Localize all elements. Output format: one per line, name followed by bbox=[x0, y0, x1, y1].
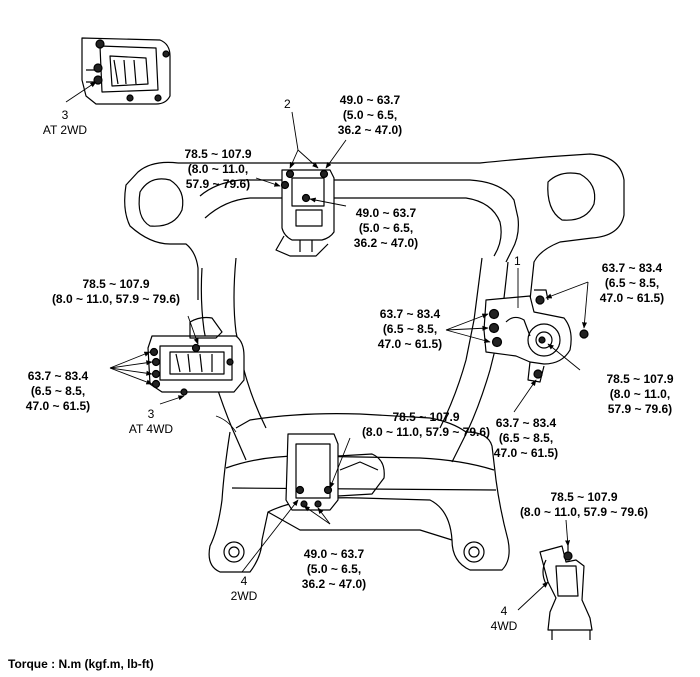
torque-lbft: 36.2 ~ 47.0) bbox=[301, 577, 367, 591]
mount-3-at4wd bbox=[147, 316, 245, 396]
torque-kgfm: (5.0 ~ 6.5, bbox=[358, 221, 414, 235]
mount-4-2wd bbox=[285, 433, 385, 511]
callout-number-1: 1 bbox=[514, 254, 521, 268]
torque-value: 63.7 ~ 83.4 bbox=[601, 261, 663, 275]
torque-lbft: 36.2 ~ 47.0) bbox=[353, 236, 419, 250]
callout-number: 4 bbox=[240, 574, 248, 588]
torque-conversions: (8.0 ~ 11.0, 57.9 ~ 79.6) bbox=[361, 425, 491, 439]
torque-mount1-mid: 63.7 ~ 83.4 (6.5 ~ 8.5, 47.0 ~ 61.5) bbox=[360, 307, 460, 352]
callout-3-at2wd: 3 AT 2WD bbox=[40, 108, 90, 138]
callout-variant: 2WD bbox=[230, 589, 258, 603]
callout-variant: AT 2WD bbox=[42, 123, 88, 137]
torque-kgfm: (6.5 ~ 8.5, bbox=[498, 431, 554, 445]
leader-lines bbox=[65, 81, 589, 611]
torque-value: 78.5 ~ 107.9 bbox=[392, 410, 460, 424]
callout-number: 4 bbox=[500, 604, 508, 618]
torque-mount2-bottom: 49.0 ~ 63.7 (5.0 ~ 6.5, 36.2 ~ 47.0) bbox=[336, 206, 436, 251]
mount-1 bbox=[483, 289, 589, 383]
torque-value: 63.7 ~ 83.4 bbox=[495, 416, 557, 430]
torque-mount4-4wd: 78.5 ~ 107.9 (8.0 ~ 11.0, 57.9 ~ 79.6) bbox=[484, 490, 684, 520]
torque-at4wd-top: 78.5 ~ 107.9 (8.0 ~ 11.0, 57.9 ~ 79.6) bbox=[16, 277, 216, 307]
torque-mount2-top: 49.0 ~ 63.7 (5.0 ~ 6.5, 36.2 ~ 47.0) bbox=[320, 93, 420, 138]
torque-value: 78.5 ~ 107.9 bbox=[184, 147, 252, 161]
torque-lbft: 57.9 ~ 79.6) bbox=[185, 177, 251, 191]
torque-mount1-bottom: 63.7 ~ 83.4 (6.5 ~ 8.5, 47.0 ~ 61.5) bbox=[476, 416, 576, 461]
mount-3-at2wd bbox=[81, 37, 171, 105]
torque-kgfm: (8.0 ~ 11.0, bbox=[187, 162, 249, 176]
torque-value: 63.7 ~ 83.4 bbox=[27, 369, 89, 383]
callout-number: 3 bbox=[147, 407, 155, 421]
torque-mount4-2wd-top: 78.5 ~ 107.9 (8.0 ~ 11.0, 57.9 ~ 79.6) bbox=[326, 410, 526, 440]
callout-number-2: 2 bbox=[284, 97, 291, 111]
callout-3-at4wd: 3 AT 4WD bbox=[126, 407, 176, 437]
torque-lbft: 47.0 ~ 61.5) bbox=[599, 291, 665, 305]
torque-conversions: (8.0 ~ 11.0, 57.9 ~ 79.6) bbox=[519, 505, 649, 519]
torque-units-legend: Torque : N.m (kgf.m, lb-ft) bbox=[8, 657, 154, 671]
callout-number: 3 bbox=[61, 108, 69, 122]
torque-lbft: 47.0 ~ 61.5) bbox=[377, 337, 443, 351]
torque-mount2-left: 78.5 ~ 107.9 (8.0 ~ 11.0, 57.9 ~ 79.6) bbox=[168, 147, 268, 192]
subframe bbox=[124, 153, 625, 573]
torque-value: 49.0 ~ 63.7 bbox=[355, 206, 417, 220]
torque-value: 63.7 ~ 83.4 bbox=[379, 307, 441, 321]
torque-kgfm: (8.0 ~ 11.0, bbox=[609, 387, 671, 401]
torque-at4wd-left: 63.7 ~ 83.4 (6.5 ~ 8.5, 47.0 ~ 61.5) bbox=[8, 369, 108, 414]
torque-mount1-top-right: 63.7 ~ 83.4 (6.5 ~ 8.5, 47.0 ~ 61.5) bbox=[582, 261, 682, 306]
mount-4-4wd bbox=[539, 544, 593, 640]
torque-conversions: (8.0 ~ 11.0, 57.9 ~ 79.6) bbox=[51, 292, 181, 306]
torque-kgfm: (6.5 ~ 8.5, bbox=[382, 322, 438, 336]
torque-value: 78.5 ~ 107.9 bbox=[550, 490, 618, 504]
torque-kgfm: (5.0 ~ 6.5, bbox=[306, 562, 362, 576]
torque-lbft: 36.2 ~ 47.0) bbox=[337, 123, 403, 137]
torque-value: 78.5 ~ 107.9 bbox=[82, 277, 150, 291]
callout-variant: 4WD bbox=[490, 619, 518, 633]
torque-kgfm: (5.0 ~ 6.5, bbox=[342, 108, 398, 122]
torque-value: 78.5 ~ 107.9 bbox=[606, 372, 674, 386]
torque-value: 49.0 ~ 63.7 bbox=[303, 547, 365, 561]
torque-mount1-right: 78.5 ~ 107.9 (8.0 ~ 11.0, 57.9 ~ 79.6) bbox=[590, 372, 690, 417]
torque-lbft: 47.0 ~ 61.5) bbox=[493, 446, 559, 460]
torque-value: 49.0 ~ 63.7 bbox=[339, 93, 401, 107]
torque-mount4-2wd-bottom: 49.0 ~ 63.7 (5.0 ~ 6.5, 36.2 ~ 47.0) bbox=[284, 547, 384, 592]
torque-lbft: 57.9 ~ 79.6) bbox=[607, 402, 673, 416]
mount-2 bbox=[275, 169, 335, 257]
callout-4-4wd: 4 4WD bbox=[484, 604, 524, 634]
torque-kgfm: (6.5 ~ 8.5, bbox=[30, 384, 86, 398]
callout-4-2wd: 4 2WD bbox=[224, 574, 264, 604]
callout-variant: AT 4WD bbox=[128, 422, 174, 436]
torque-lbft: 47.0 ~ 61.5) bbox=[25, 399, 91, 413]
torque-kgfm: (6.5 ~ 8.5, bbox=[604, 276, 660, 290]
